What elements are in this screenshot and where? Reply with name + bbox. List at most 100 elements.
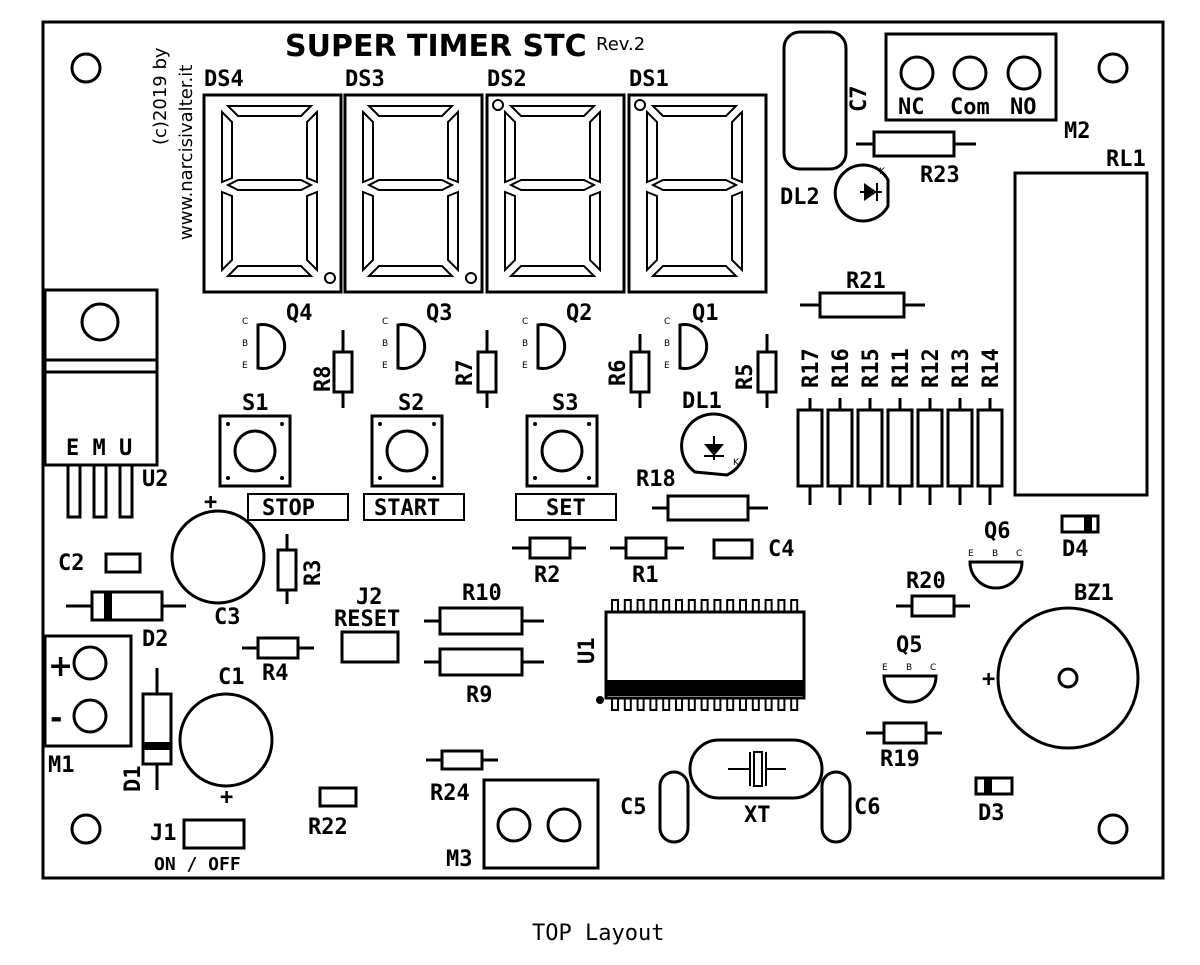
buzzer-bz1: [996, 606, 1140, 750]
pin-c: C: [382, 317, 388, 327]
regulator-u2: [43, 288, 159, 519]
q6-label: Q6: [984, 519, 1011, 544]
d4-label: D4: [1062, 537, 1089, 562]
switch-s1[interactable]: [218, 414, 292, 488]
r11-label: R11: [889, 348, 914, 388]
resistor-r10: [424, 606, 544, 636]
c5-label: C5: [620, 795, 647, 820]
resistor-r22: [318, 786, 358, 808]
capacitor-c5: [658, 770, 690, 844]
set-label-box: [515, 493, 617, 521]
led-dl2: [833, 163, 890, 223]
pin-c: C: [664, 317, 670, 327]
display-label: DS3: [345, 67, 385, 92]
display-ds1: DS1: [627, 67, 768, 294]
r5-label: R5: [733, 364, 758, 391]
q1-label: Q1: [692, 301, 719, 326]
resistor-r15: R15: [856, 348, 884, 505]
layout-caption: TOP Layout: [532, 921, 664, 946]
r8-label: R8: [311, 366, 336, 393]
r21-label: R21: [846, 269, 886, 294]
bz1-label: BZ1: [1074, 581, 1114, 606]
r4-label: R4: [262, 661, 289, 686]
q5-label: Q5: [896, 633, 923, 658]
seven-segment-displays: DS4 DS3 DS2 DS1: [202, 67, 768, 294]
j2-label: J2: [356, 585, 383, 610]
resistor-r9: [424, 647, 544, 677]
pin-b: B: [382, 339, 388, 349]
d1-label: D1: [121, 766, 146, 793]
pin-e: E: [882, 663, 888, 673]
bz1-plus: +: [982, 667, 995, 692]
resistor-r6: [629, 334, 651, 408]
c3-label: C3: [214, 605, 241, 630]
pin-c: C: [930, 663, 936, 673]
ic-u1: [596, 599, 806, 711]
r18-label: R18: [636, 467, 676, 492]
c6-label: C6: [854, 795, 881, 820]
pin-c: C: [522, 317, 528, 327]
transistor-q2: C B E: [522, 317, 567, 371]
c1-label: C1: [218, 665, 245, 690]
display-label: DS4: [204, 67, 244, 92]
mounting-holes: [70, 52, 1129, 845]
s2-label: S2: [398, 391, 425, 416]
m1-minus: -: [50, 701, 62, 736]
u2-pins-label: E M U: [66, 436, 132, 461]
display-label: DS2: [487, 67, 527, 92]
m2-nc-label: NC: [898, 95, 925, 120]
resistor-r13: R13: [946, 348, 974, 505]
m1-plus: +: [48, 649, 73, 684]
resistor-r14: R14: [976, 348, 1004, 505]
pin-c: C: [1016, 549, 1022, 559]
jumper-j2[interactable]: [340, 630, 400, 664]
c1-plus: +: [220, 785, 233, 810]
m3-label: M3: [446, 847, 473, 872]
d3-label: D3: [978, 801, 1005, 826]
stop-label: STOP: [262, 496, 315, 521]
set-label: SET: [546, 496, 586, 521]
j2-reset-label: RESET: [334, 607, 400, 632]
pin-b: B: [906, 663, 912, 673]
pin-e: E: [968, 549, 974, 559]
diode-d2: [66, 590, 186, 622]
start-label-box: [363, 493, 465, 521]
pin-e: E: [242, 361, 248, 371]
r15-label: R15: [859, 348, 884, 388]
resistor-r2: [512, 536, 586, 560]
jumper-j1[interactable]: [182, 818, 246, 850]
resistor-r5: [756, 334, 778, 408]
switch-s3[interactable]: [525, 414, 599, 488]
capacitor-c3: [170, 509, 266, 605]
r16-label: R16: [829, 348, 854, 388]
pin-b: B: [242, 339, 248, 349]
r2-label: R2: [534, 563, 561, 588]
resistor-r19: [866, 721, 942, 745]
transistor-q5: E B C: [882, 663, 938, 704]
capacitor-c6: [820, 770, 852, 844]
terminal-m1: [43, 634, 133, 748]
stop-label-box: [247, 493, 349, 521]
rl1-label: RL1: [1106, 147, 1146, 172]
start-label: START: [374, 496, 440, 521]
pin-e: E: [522, 361, 528, 371]
resistor-r24: [426, 749, 498, 771]
relay-rl1: [1013, 171, 1149, 497]
dl1-label: DL1: [682, 389, 722, 414]
crystal-xt: [688, 738, 824, 800]
resistor-r7: [476, 330, 498, 408]
r14-label: R14: [979, 348, 1004, 388]
display-label: DS1: [629, 67, 669, 92]
resistor-r17: R17: [796, 348, 824, 505]
j1-onoff-label: ON / OFF: [154, 854, 241, 875]
resistor-r23: [856, 130, 976, 158]
resistor-r1: [610, 536, 684, 560]
resistor-r11: R11: [886, 348, 914, 505]
s3-label: S3: [552, 391, 579, 416]
switch-s2[interactable]: [370, 414, 444, 488]
d2-label: D2: [142, 627, 169, 652]
r17-label: R17: [799, 348, 824, 388]
r12-label: R12: [919, 348, 944, 388]
dl2-k-label: K: [879, 167, 886, 177]
